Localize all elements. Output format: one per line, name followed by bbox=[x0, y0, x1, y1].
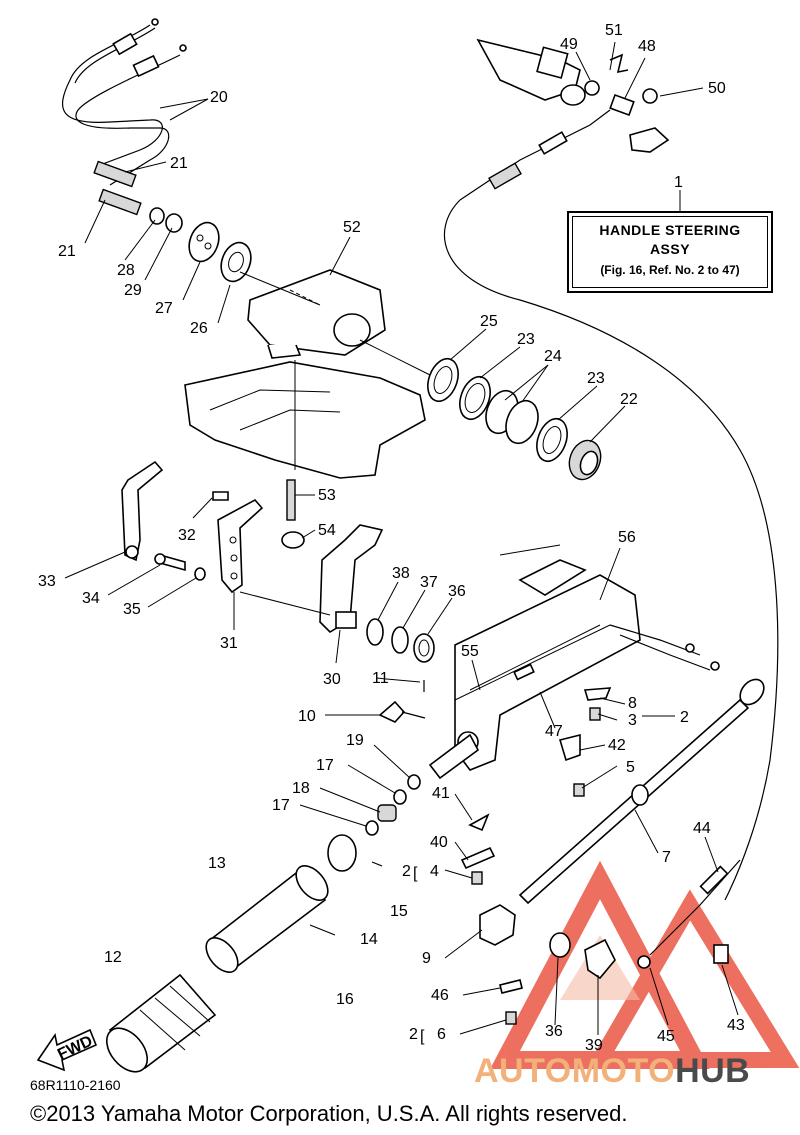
label-8: 8 bbox=[628, 695, 637, 712]
throttle-linkage-assy bbox=[459, 38, 670, 201]
label-49: 49 bbox=[560, 36, 578, 53]
label-29: 29 bbox=[124, 282, 142, 299]
label-36-a: 36 bbox=[448, 583, 466, 600]
label-40: 40 bbox=[430, 834, 448, 851]
label-36-b: 36 bbox=[545, 1023, 563, 1040]
label-7: 7 bbox=[662, 849, 671, 866]
label-45: 45 bbox=[657, 1028, 675, 1045]
long-cable bbox=[443, 199, 779, 901]
label-28: 28 bbox=[117, 262, 135, 279]
bracket-6: [ bbox=[420, 1028, 425, 1045]
label-1: 1 bbox=[674, 174, 683, 191]
label-48: 48 bbox=[638, 38, 656, 55]
label-43: 43 bbox=[727, 1017, 745, 1034]
cables-7-44 bbox=[518, 678, 765, 956]
watermark-part1: AUTOMOTO bbox=[474, 1052, 676, 1090]
handle-steering-callout-box: HANDLE STEERING ASSY (Fig. 16, Ref. No. … bbox=[567, 211, 773, 293]
label-26: 26 bbox=[190, 320, 208, 337]
label-54: 54 bbox=[318, 522, 336, 539]
label-6: 6 bbox=[437, 1026, 446, 1043]
label-19: 19 bbox=[346, 732, 364, 749]
mounting-plate bbox=[184, 360, 426, 479]
callout-line1: HANDLE STEERING bbox=[599, 222, 741, 238]
label-11: 11 bbox=[372, 670, 389, 687]
label-52: 52 bbox=[343, 219, 361, 236]
label-23-b: 23 bbox=[587, 370, 605, 387]
label-2-b: 2 bbox=[402, 863, 411, 880]
steering-handle-body bbox=[428, 559, 720, 780]
label-22: 22 bbox=[620, 391, 638, 408]
steering-bracket-52 bbox=[247, 269, 386, 359]
label-51: 51 bbox=[605, 22, 623, 39]
label-5: 5 bbox=[626, 759, 635, 776]
label-38: 38 bbox=[392, 565, 410, 582]
throttle-grip bbox=[105, 834, 383, 1073]
label-24: 24 bbox=[544, 348, 562, 365]
label-12: 12 bbox=[104, 949, 122, 966]
callout-line2: ASSY bbox=[649, 241, 691, 257]
stud-nut bbox=[281, 479, 305, 549]
lower-parts bbox=[460, 687, 729, 1025]
label-14: 14 bbox=[360, 931, 378, 948]
callout-line3: (Fig. 16, Ref. No. 2 to 47) bbox=[600, 263, 740, 277]
label-10: 10 bbox=[298, 708, 316, 725]
bracket-4: [ bbox=[413, 865, 418, 882]
rings-36-38 bbox=[366, 618, 435, 663]
label-50: 50 bbox=[708, 80, 726, 97]
label-47: 47 bbox=[545, 723, 563, 740]
label-30: 30 bbox=[323, 671, 341, 688]
label-17-a: 17 bbox=[316, 757, 334, 774]
cable-fittings-27-28-29 bbox=[149, 207, 252, 283]
doc-code: 68R1110-2160 bbox=[30, 1077, 121, 1093]
label-3: 3 bbox=[628, 712, 637, 729]
label-39: 39 bbox=[585, 1037, 603, 1054]
label-44: 44 bbox=[693, 820, 711, 837]
label-2-a: 2 bbox=[680, 709, 689, 726]
label-34: 34 bbox=[82, 590, 100, 607]
label-9: 9 bbox=[422, 950, 431, 967]
label-53: 53 bbox=[318, 487, 336, 504]
label-56: 56 bbox=[618, 529, 636, 546]
throttle-cables bbox=[61, 18, 187, 216]
label-18: 18 bbox=[292, 780, 310, 797]
label-32: 32 bbox=[178, 527, 196, 544]
leader-lines bbox=[64, 41, 739, 1035]
label-33: 33 bbox=[38, 573, 56, 590]
spring-washers bbox=[365, 774, 421, 836]
label-37: 37 bbox=[420, 574, 438, 591]
label-35: 35 bbox=[123, 601, 141, 618]
fwd-arrow-icon: FWD bbox=[36, 1028, 98, 1072]
label-55: 55 bbox=[461, 643, 479, 660]
label-17-b: 17 bbox=[272, 797, 290, 814]
label-21-bottom: 21 bbox=[58, 243, 76, 260]
copyright-notice: ©2013 Yamaha Motor Corporation, U.S.A. A… bbox=[30, 1101, 628, 1126]
label-15: 15 bbox=[390, 903, 408, 920]
bushings-washers bbox=[427, 357, 602, 481]
label-23-a: 23 bbox=[517, 331, 535, 348]
part-number-labels: 1 20 21 21 28 29 27 26 52 25 23 24 23 22… bbox=[38, 22, 745, 1054]
label-21-top: 21 bbox=[170, 155, 188, 172]
label-4: 4 bbox=[430, 863, 439, 880]
label-31: 31 bbox=[220, 635, 238, 652]
label-20: 20 bbox=[210, 89, 228, 106]
label-2-c: 2 bbox=[409, 1026, 418, 1043]
watermark-part2: HUB bbox=[675, 1052, 751, 1090]
friction-plates bbox=[121, 460, 384, 634]
label-16: 16 bbox=[336, 991, 354, 1008]
label-42: 42 bbox=[608, 737, 626, 754]
screw-10-pin-11 bbox=[378, 680, 426, 723]
label-25: 25 bbox=[480, 313, 498, 330]
label-13: 13 bbox=[208, 855, 226, 872]
watermark-text: AUTOMOTOHUB bbox=[474, 1052, 750, 1091]
label-46: 46 bbox=[431, 987, 449, 1004]
label-41: 41 bbox=[432, 785, 450, 802]
label-27: 27 bbox=[155, 300, 173, 317]
